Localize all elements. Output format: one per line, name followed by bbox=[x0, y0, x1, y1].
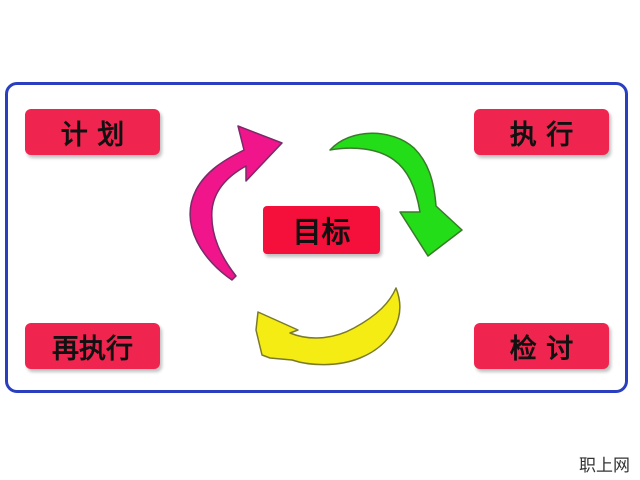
watermark-text: 职上网 bbox=[579, 456, 630, 476]
goal-center-label: 目标 bbox=[263, 206, 380, 254]
green-cycle-arrow bbox=[329, 132, 463, 257]
execute-label: 执 行 bbox=[474, 109, 609, 155]
re-execute-label: 再执行 bbox=[25, 323, 160, 369]
yellow-cycle-arrow bbox=[255, 287, 401, 366]
magenta-cycle-arrow bbox=[189, 125, 283, 281]
review-label: 检 讨 bbox=[474, 323, 609, 369]
plan-label: 计 划 bbox=[25, 109, 160, 155]
